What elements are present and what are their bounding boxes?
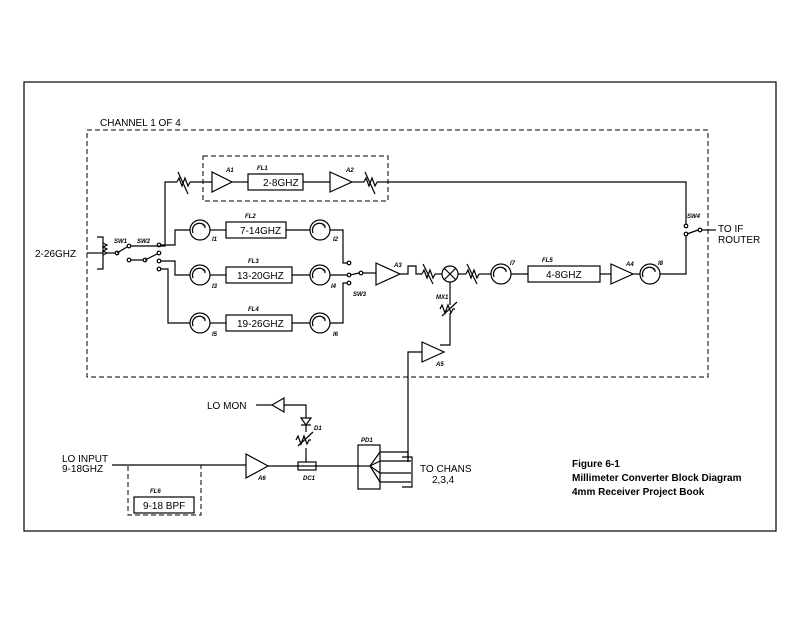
fl1-enclosure	[202, 155, 389, 202]
lo-input-label-1: LO INPUT	[62, 454, 108, 465]
isolator-i4: I4	[309, 264, 337, 290]
switch-sw3: SW3	[346, 260, 367, 298]
detector-d1: D1	[299, 417, 322, 432]
svg-text:19-26GHZ: 19-26GHZ	[237, 319, 284, 330]
svg-text:SW2: SW2	[137, 239, 151, 245]
svg-text:I5: I5	[212, 332, 218, 338]
channel-boundary	[86, 129, 709, 378]
isolator-i6: I6	[309, 312, 339, 338]
switch-sw1: SW1	[107, 239, 132, 263]
svg-text:4-8GHZ: 4-8GHZ	[546, 270, 582, 281]
amplifier-a3: A3	[375, 262, 402, 286]
svg-text:I8: I8	[658, 261, 664, 267]
svg-text:I7: I7	[510, 261, 516, 267]
svg-text:A6: A6	[257, 476, 266, 482]
amplifier-a6: A6	[245, 452, 270, 482]
svg-text:SW4: SW4	[687, 214, 701, 220]
figure-number: Figure 6-1	[572, 459, 620, 470]
amplifier-a2: A2	[329, 168, 354, 193]
svg-text:7-14GHZ: 7-14GHZ	[240, 226, 281, 237]
amplifier-a4: A4	[610, 262, 635, 285]
svg-text:FL1: FL1	[257, 166, 268, 172]
svg-text:A1: A1	[225, 168, 234, 174]
diagram-border	[23, 81, 777, 532]
isolator-i1: I1	[189, 219, 218, 243]
svg-text:I1: I1	[212, 237, 218, 243]
lo-mon-label: LO MON	[207, 401, 246, 412]
lo-input-label-2: 9-18GHZ	[62, 464, 103, 475]
figure-title: Millimeter Converter Block Diagram	[572, 473, 742, 484]
filter-fl3: 13-20GHZ FL3	[225, 259, 293, 284]
splitter-pd1: PD1	[357, 438, 381, 490]
svg-text:I6: I6	[333, 332, 339, 338]
svg-text:I4: I4	[331, 284, 337, 290]
svg-text:SW3: SW3	[353, 292, 367, 298]
svg-text:2-8GHZ: 2-8GHZ	[263, 178, 299, 189]
isolator-i5: I5	[189, 312, 218, 338]
svg-text:FL6: FL6	[150, 489, 161, 495]
svg-text:SW1: SW1	[114, 239, 128, 245]
input-label: 2-26GHZ	[35, 249, 76, 260]
switch-sw2: SW2	[137, 239, 162, 272]
isolator-i3: I3	[189, 264, 218, 290]
svg-text:9-18 BPF: 9-18 BPF	[143, 501, 185, 512]
svg-text:I2: I2	[333, 237, 339, 243]
svg-text:FL2: FL2	[245, 214, 256, 220]
figure-source: 4mm Receiver Project Book	[572, 487, 705, 498]
output-label-1: TO IF	[718, 224, 743, 235]
filter-fl5: 4-8GHZ FL5	[527, 258, 601, 283]
coupler-dc1: DC1	[297, 461, 317, 482]
svg-text:FL3: FL3	[248, 259, 259, 265]
fl6-enclosure	[127, 464, 202, 516]
svg-text:FL5: FL5	[542, 258, 553, 264]
channel-label: CHANNEL 1 OF 4	[100, 118, 181, 129]
to-chans-label-2: 2,3,4	[432, 475, 455, 486]
svg-text:I3: I3	[212, 284, 218, 290]
to-chans-label-1: TO CHANS	[420, 464, 472, 475]
svg-text:A3: A3	[393, 263, 402, 269]
svg-text:A2: A2	[345, 168, 354, 174]
output-label-2: ROUTER	[718, 235, 760, 246]
svg-text:A5: A5	[435, 362, 444, 368]
svg-text:PD1: PD1	[361, 438, 373, 444]
filter-fl2: 7-14GHZ FL2	[225, 214, 287, 239]
svg-text:13-20GHZ: 13-20GHZ	[237, 271, 284, 282]
filter-fl4: 19-26GHZ FL4	[225, 307, 293, 332]
filter-fl6: 9-18 BPF FL6	[133, 489, 195, 514]
svg-text:FL4: FL4	[248, 307, 259, 313]
mixer-mx1: MX1	[436, 265, 459, 301]
amplifier-a5: A5	[421, 341, 446, 368]
isolator-i8: I8	[639, 261, 664, 285]
isolator-i7: I7	[490, 261, 516, 285]
isolator-i2: I2	[309, 219, 339, 243]
svg-text:A4: A4	[625, 262, 634, 268]
svg-text:DC1: DC1	[303, 476, 316, 482]
svg-text:D1: D1	[314, 426, 322, 432]
svg-text:MX1: MX1	[436, 295, 449, 301]
switch-sw4: SW4	[683, 214, 703, 237]
amplifier-a1: A1	[211, 168, 234, 193]
filter-fl1: 2-8GHZ FL1	[247, 166, 304, 191]
